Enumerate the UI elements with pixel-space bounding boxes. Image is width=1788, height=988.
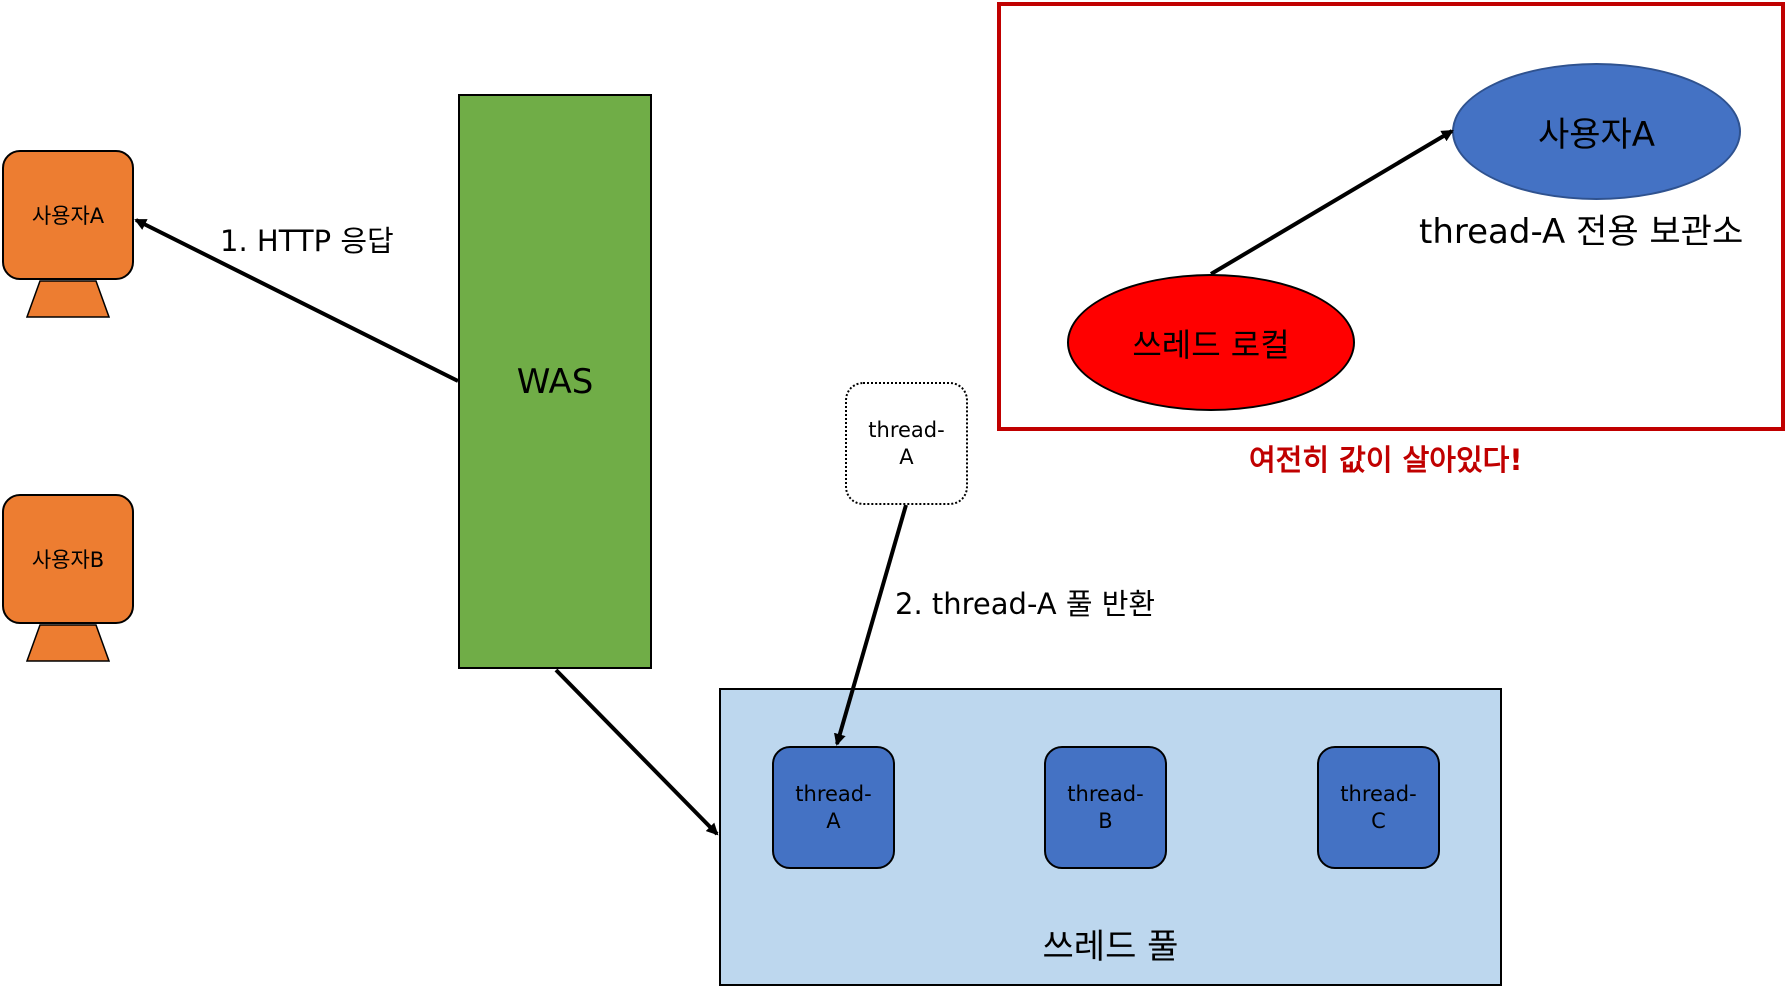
http-response-arrow xyxy=(134,218,459,383)
pool-return-label: 2. thread-A 풀 반환 xyxy=(895,587,1156,621)
storage-value-ellipse: 사용자A xyxy=(1452,63,1741,200)
floating-thread-line1: thread- xyxy=(868,417,945,442)
pool-return-arrow xyxy=(834,504,908,746)
thread-a-box: thread- A xyxy=(772,746,895,869)
thread-pool-label: 쓰레드 풀 xyxy=(1042,926,1179,967)
thread-c-box: thread- C xyxy=(1317,746,1440,869)
thread-a-line2: A xyxy=(826,808,841,833)
user-b-label: 사용자B xyxy=(31,548,105,572)
http-response-label: 1. HTTP 응답 xyxy=(220,224,394,258)
was-label: WAS xyxy=(516,361,594,402)
user-b-stand xyxy=(25,624,111,666)
alert-text: 여전히 값이 살아있다! xyxy=(1249,443,1523,477)
user-a-label: 사용자A xyxy=(31,204,105,228)
thread-local-label: 쓰레드 로컬 xyxy=(1132,325,1290,364)
was-to-pool-arrow xyxy=(554,668,719,836)
user-a-stand xyxy=(25,280,111,322)
thread-c-line1: thread- xyxy=(1340,781,1417,806)
floating-thread-line2: A xyxy=(899,444,914,469)
storage-value-label: 사용자A xyxy=(1537,115,1656,155)
thread-c-line2: C xyxy=(1371,808,1386,833)
floating-thread-a-box: thread- A xyxy=(845,382,968,505)
thread-b-line2: B xyxy=(1098,808,1113,833)
thread-local-to-storage-arrow xyxy=(1209,129,1454,276)
user-a-box: 사용자A xyxy=(2,150,134,280)
user-b-box: 사용자B xyxy=(2,494,134,624)
thread-local-ellipse: 쓰레드 로컬 xyxy=(1067,274,1355,411)
thread-b-box: thread- B xyxy=(1044,746,1167,869)
storage-label: thread-A 전용 보관소 xyxy=(1419,212,1744,252)
was-box: WAS xyxy=(458,94,652,669)
thread-local-frame xyxy=(997,2,1785,431)
thread-b-line1: thread- xyxy=(1067,781,1144,806)
thread-a-line1: thread- xyxy=(795,781,872,806)
